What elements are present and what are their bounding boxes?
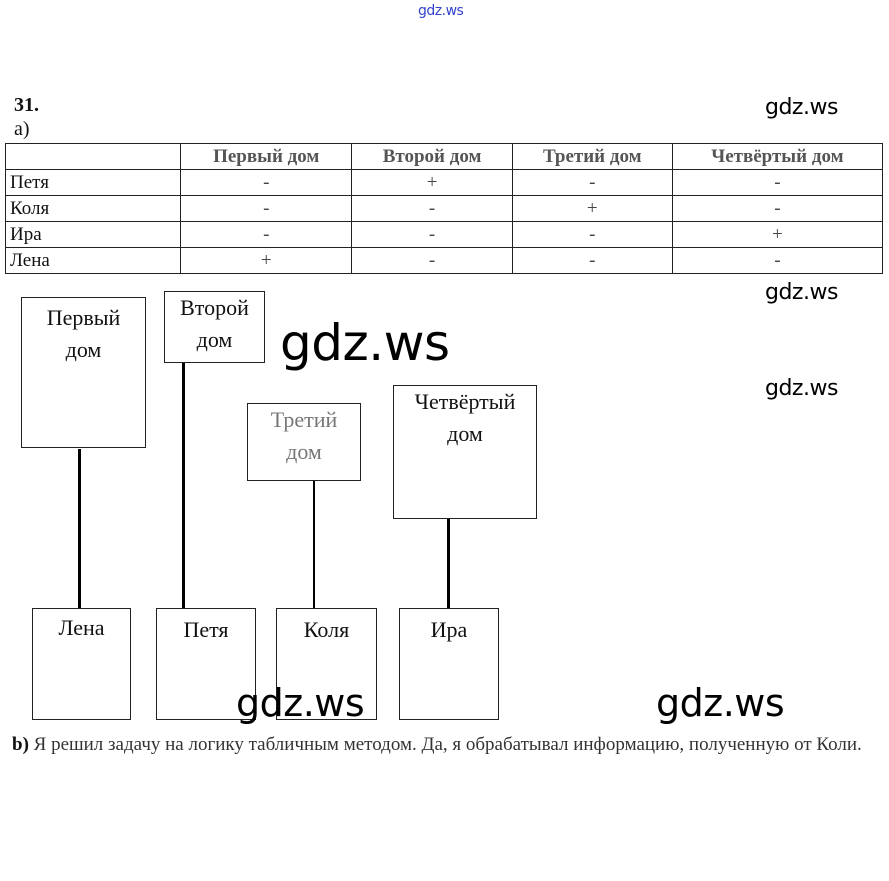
row-name: Лена bbox=[5, 247, 181, 274]
connector-line bbox=[182, 363, 185, 608]
header-cell: Третий дом bbox=[511, 143, 673, 170]
person-box-kolya: Коля bbox=[276, 608, 377, 720]
watermark: gdz.ws bbox=[765, 95, 838, 120]
cell: + bbox=[179, 247, 353, 274]
part-b-paragraph: b) Я решил задачу на логику табличным ме… bbox=[12, 733, 882, 757]
row-name: Петя bbox=[5, 169, 181, 196]
cell: - bbox=[671, 169, 884, 196]
part-b-label: b) bbox=[12, 734, 29, 755]
person-label: Лена bbox=[58, 615, 105, 640]
watermark: gdz.ws bbox=[656, 681, 785, 725]
row-name: Коля bbox=[5, 195, 181, 222]
cell: - bbox=[351, 247, 513, 274]
house-box-fourth: Четвёртый дом bbox=[393, 385, 537, 519]
header-cell: Первый дом bbox=[179, 143, 353, 170]
person-box-ira: Ира bbox=[399, 608, 499, 720]
house-box-first: Первый дом bbox=[21, 297, 146, 448]
person-label: Ира bbox=[430, 617, 468, 642]
person-label: Коля bbox=[303, 617, 350, 642]
cell: + bbox=[671, 221, 884, 248]
task-number: 31. bbox=[14, 94, 39, 116]
table-header-row: Первый дом Второй дом Третий дом Четвёрт… bbox=[5, 143, 884, 170]
person-box-petya: Петя bbox=[156, 608, 256, 720]
cell: - bbox=[511, 221, 673, 248]
table-row: Петя-+-- bbox=[5, 169, 884, 196]
cell: - bbox=[511, 169, 673, 196]
watermark: gdz.ws bbox=[280, 314, 450, 372]
cell: - bbox=[179, 221, 353, 248]
person-box-lena: Лена bbox=[32, 608, 131, 720]
part-b-text: Я решил задачу на логику табличным метод… bbox=[33, 734, 862, 755]
person-label: Петя bbox=[183, 617, 229, 642]
header-cell bbox=[5, 143, 181, 170]
house-label: Второй дом bbox=[180, 295, 249, 352]
watermark: gdz.ws bbox=[236, 681, 365, 725]
table-row: Лена+--- bbox=[5, 247, 884, 274]
connector-line bbox=[447, 519, 450, 608]
part-a-label: а) bbox=[14, 118, 30, 140]
cell: - bbox=[511, 247, 673, 274]
answer-table: Первый дом Второй дом Третий дом Четвёрт… bbox=[5, 143, 884, 274]
cell: + bbox=[351, 169, 513, 196]
cell: - bbox=[351, 195, 513, 222]
cell: - bbox=[671, 195, 884, 222]
header-cell: Четвёртый дом bbox=[671, 143, 884, 170]
cell: - bbox=[351, 221, 513, 248]
house-label: Первый дом bbox=[46, 305, 121, 362]
header-cell: Второй дом bbox=[351, 143, 513, 170]
house-box-second: Второй дом bbox=[164, 291, 265, 363]
connector-line bbox=[313, 481, 315, 608]
watermark: gdz.ws bbox=[765, 280, 838, 305]
table-row: Коля--+- bbox=[5, 195, 884, 222]
connector-line bbox=[78, 449, 81, 608]
row-name: Ира bbox=[5, 221, 181, 248]
cell: - bbox=[179, 195, 353, 222]
house-label: Третий дом bbox=[270, 407, 338, 464]
table-row: Ира---+ bbox=[5, 221, 884, 248]
cell: - bbox=[179, 169, 353, 196]
house-box-third: Третий дом bbox=[247, 403, 361, 481]
house-label: Четвёртый дом bbox=[414, 389, 516, 446]
watermark: gdz.ws bbox=[418, 3, 464, 19]
watermark: gdz.ws bbox=[765, 376, 838, 401]
cell: - bbox=[671, 247, 884, 274]
cell: + bbox=[511, 195, 673, 222]
